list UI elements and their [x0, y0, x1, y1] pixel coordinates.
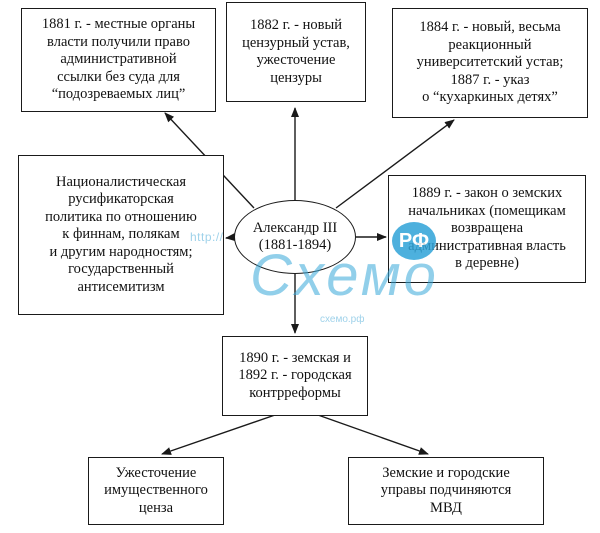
box-line: ужесточение — [256, 52, 336, 68]
box-line: ценза — [138, 499, 174, 516]
box-line: политика по отношению — [45, 208, 197, 225]
box-line: власти получили право — [47, 33, 190, 50]
center-name: Александр III — [252, 219, 338, 236]
arrow-to-bottom-left — [161, 414, 276, 455]
box-line: управы подчиняются — [380, 482, 512, 499]
box-line: Земские и городские — [382, 464, 510, 481]
box-line: 1889 г. - закон о земских — [411, 185, 563, 202]
box-line: цензуры — [270, 69, 322, 86]
box-line: имущественного — [104, 482, 208, 499]
box-line: 1887 г. - указ — [450, 71, 530, 88]
box-line: и другим народностям; — [49, 243, 193, 260]
box-line: 1884 г. - новый, весьма — [419, 19, 561, 36]
box-line: реакционный — [448, 36, 532, 53]
box-line: МВД — [430, 499, 462, 516]
box-line: административная власть — [408, 237, 566, 254]
box-line: русификаторская — [68, 191, 174, 208]
box-line: Ужесточение — [115, 464, 197, 481]
box-line: возвращена — [450, 220, 524, 237]
box-line: 1892 г. - городская — [238, 367, 352, 384]
box-line: цензурный устав, — [242, 34, 350, 51]
box-line: административной — [60, 51, 177, 68]
box-line: государственный — [68, 261, 174, 278]
box-line: антисемитизм — [77, 278, 165, 295]
arrow-to-bottom-right — [317, 414, 429, 455]
box-line: о “кухаркиных детях” — [422, 89, 558, 106]
box-line: 1890 г. - земская и — [239, 349, 351, 366]
box-line: ссылки без суда для — [57, 68, 180, 85]
center-alexander-iii: Александр III (1881-1894) — [234, 200, 356, 274]
box-line: 1881 г. - местные органы — [41, 16, 196, 33]
box-line: 1882 г. - новый — [250, 17, 342, 33]
box-line: контрреформы — [249, 384, 341, 401]
box-line: Националистическая — [56, 173, 186, 190]
box-line: начальниках (помещикам — [408, 202, 566, 219]
arrow-to-top-right — [335, 119, 455, 209]
box-line: к финнам, полякам — [62, 226, 180, 243]
center-years: (1881-1894) — [258, 237, 332, 253]
box-line: “подозреваемых лиц” — [51, 86, 186, 103]
box-line: в деревне) — [455, 255, 519, 272]
box-line: университетский устав; — [416, 54, 564, 71]
